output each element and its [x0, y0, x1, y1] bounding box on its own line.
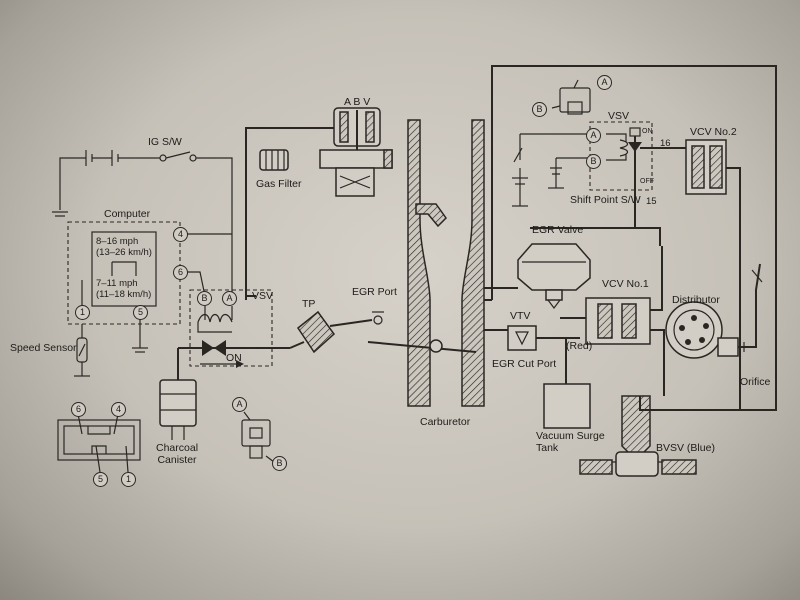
egr-port-label: EGR Port	[352, 286, 397, 298]
switch-off-label: OFF	[640, 178, 654, 185]
distributor-label: Distributor	[672, 294, 720, 306]
left-connector-pin-a: A	[232, 397, 247, 412]
vacuum-surge-tank-label: Vacuum Surge Tank	[536, 430, 605, 454]
port-16-label: 16	[660, 138, 671, 149]
computer-pin-6: 6	[173, 265, 188, 280]
vcv-no1-label: VCV No.1	[602, 278, 649, 290]
abv-valve	[319, 107, 393, 197]
gas-filter	[259, 149, 289, 171]
charcoal-canister	[159, 379, 197, 440]
vsv-on-label: ON	[226, 352, 242, 364]
vacuum-surge-tank	[543, 383, 591, 429]
egr-valve-label: EGR Valve	[532, 224, 584, 236]
vcv-no1	[560, 246, 665, 396]
vsv-pin-b: B	[197, 291, 212, 306]
right-vsv-pin-a: A	[586, 128, 601, 143]
speed-sensor	[74, 324, 90, 377]
bvsv-label: BVSV (Blue)	[656, 442, 715, 454]
computer-pin-5: 5	[133, 305, 148, 320]
egr-cut-port-label: EGR Cut Port	[492, 358, 557, 370]
egr-valve	[484, 227, 661, 309]
connector-pin-6: 6	[71, 402, 86, 417]
vsv-connector-right	[551, 79, 591, 115]
computer-connector	[57, 413, 141, 473]
connector-pin-5: 5	[93, 472, 108, 487]
ig-switch-label: IG S/W	[148, 136, 182, 148]
right-connector-pin-b: B	[532, 102, 547, 117]
shift-point-switch-label: Shift Point S/W	[570, 194, 641, 206]
switch-on-label: ON	[642, 128, 653, 135]
gas-filter-label: Gas Filter	[256, 178, 302, 190]
vcv-no2-label: VCV No.2	[690, 126, 737, 138]
right-vsv-pin-b: B	[586, 154, 601, 169]
vsv-pin-a: A	[222, 291, 237, 306]
carburetor-label: Carburetor	[420, 416, 471, 428]
computer-pin-4: 4	[173, 227, 188, 242]
throttle-positioner	[289, 310, 384, 354]
right-connector-pin-a: A	[597, 75, 612, 90]
vsv-left-label: VSV	[252, 290, 274, 302]
charcoal-canister-label: Charcoal Canister	[156, 442, 199, 466]
ignition-circuit	[52, 150, 233, 300]
tp-label: TP	[302, 298, 316, 310]
vtv-label: VTV	[510, 310, 531, 322]
port-15-label: 15	[646, 196, 657, 207]
carburetor	[367, 119, 485, 407]
computer-pin-1: 1	[75, 305, 90, 320]
abv-label: A B V	[344, 96, 371, 108]
orifice-label: Orifice	[740, 376, 771, 388]
distributor	[665, 263, 763, 359]
computer-label: Computer	[104, 208, 151, 220]
connector-pin-4: 4	[111, 402, 126, 417]
speed-sensor-label: Speed Sensor	[10, 342, 77, 354]
right-vsv	[512, 121, 686, 228]
vtv-red-label: (Red)	[566, 340, 593, 352]
abv-line	[245, 127, 340, 300]
vcv-no2	[685, 139, 741, 410]
vtv	[484, 325, 580, 384]
vsv-connector-left	[241, 411, 275, 463]
left-connector-pin-b: B	[272, 456, 287, 471]
speed-range-low-label: 7–11 mph (11–18 km/h)	[96, 278, 152, 300]
bvsv	[484, 65, 777, 477]
left-vsv	[177, 289, 290, 380]
connector-pin-1: 1	[121, 472, 136, 487]
speed-range-high-label: 8–16 mph (13–26 km/h)	[96, 236, 152, 258]
vsv-right-label: VSV	[608, 110, 630, 122]
